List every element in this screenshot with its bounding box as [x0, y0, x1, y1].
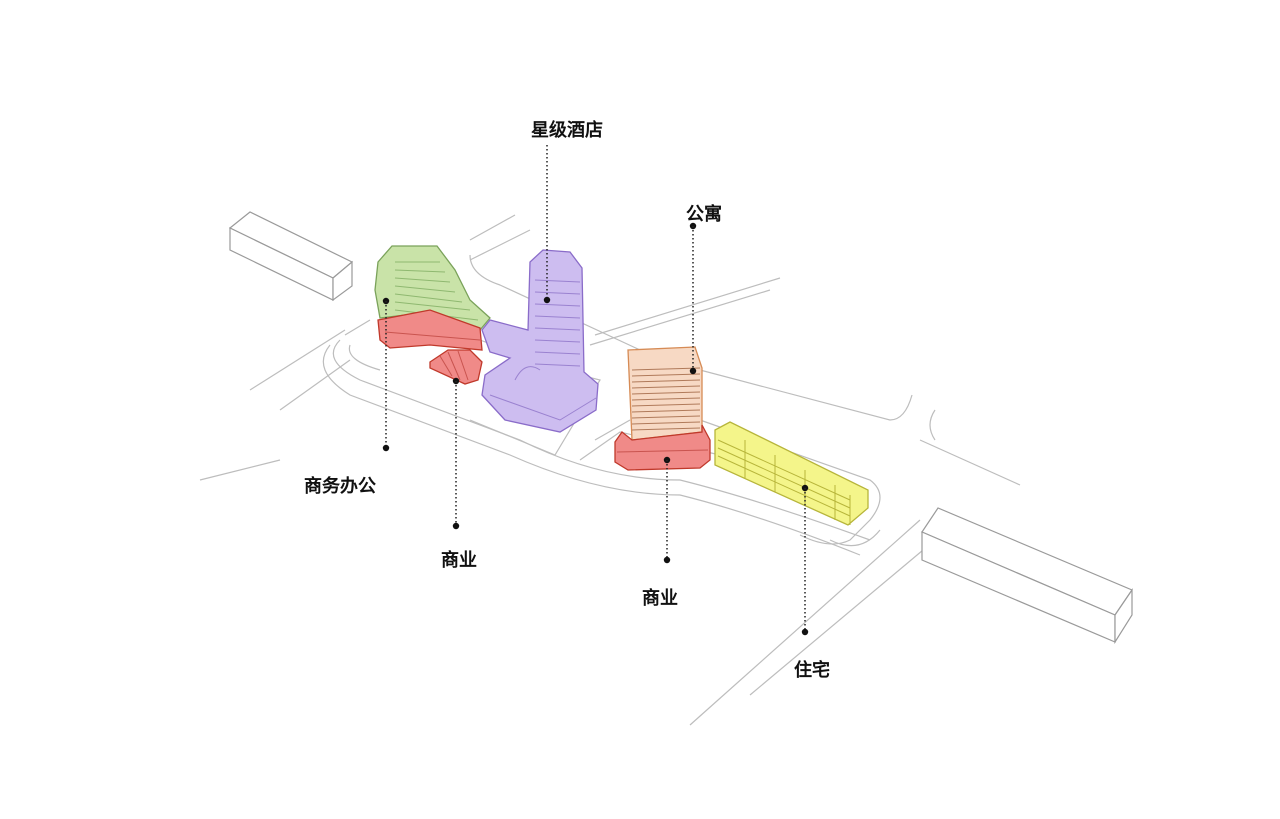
context-building-west [228, 211, 354, 302]
label-apartment: 公寓 [686, 204, 722, 225]
label-residential: 住宅 [794, 660, 830, 681]
label-hotel: 星级酒店 [531, 120, 603, 141]
apartment-tower [627, 346, 703, 441]
office-building [374, 245, 491, 331]
residential-building [714, 421, 869, 526]
label-office: 商务办公 [304, 476, 376, 497]
hotel-tower [481, 249, 599, 433]
label-commercial-east: 商业 [642, 588, 678, 609]
context-building-east [921, 507, 1133, 645]
leader-lines [382, 145, 809, 636]
context-roads [199, 214, 1021, 726]
label-commercial-west: 商业 [441, 550, 477, 571]
commercial-west-podium [377, 309, 483, 385]
commercial-east-podium [614, 424, 711, 471]
